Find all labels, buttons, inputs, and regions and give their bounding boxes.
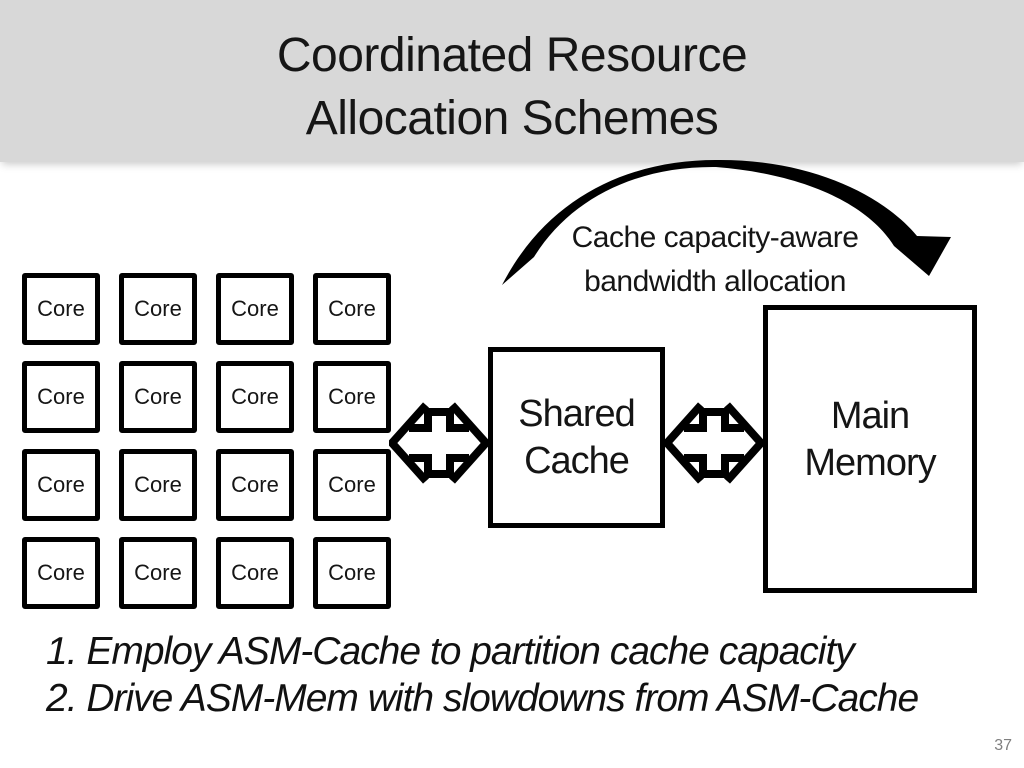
- title-line-1: Coordinated Resource: [276, 29, 748, 82]
- annotation-line-2: bandwidth allocation: [584, 265, 846, 298]
- shared-cache-label-line-1: Shared: [518, 392, 636, 435]
- core-label: Core: [328, 384, 376, 409]
- notes-list: 1. Employ ASM-Cache to partition cache c…: [46, 628, 919, 722]
- double-arrow-icon: [389, 402, 489, 484]
- note-line: 1. Employ ASM-Cache to partition cache c…: [46, 630, 855, 673]
- core-box: Core: [216, 273, 294, 345]
- curved-arrow-icon: [502, 159, 951, 285]
- core-box: Core: [119, 449, 197, 521]
- annotation-label: Cache capacity-aware bandwidth allocatio…: [480, 216, 950, 304]
- core-box: Core: [313, 449, 391, 521]
- core-box: Core: [22, 537, 100, 609]
- core-label: Core: [231, 472, 279, 497]
- core-label: Core: [328, 472, 376, 497]
- core-box: Core: [313, 361, 391, 433]
- core-box: Core: [216, 537, 294, 609]
- core-box: Core: [119, 273, 197, 345]
- double-arrow-icon: [664, 402, 764, 484]
- core-box: Core: [216, 449, 294, 521]
- main-memory-box: Main Memory: [763, 305, 977, 593]
- shared-cache-box: Shared Cache: [488, 347, 665, 528]
- page-number: 37: [994, 737, 1012, 754]
- core-label: Core: [231, 384, 279, 409]
- title-band: Coordinated Resource Allocation Schemes: [0, 0, 1024, 162]
- core-label: Core: [37, 384, 85, 409]
- core-box: Core: [313, 537, 391, 609]
- slide-title: Coordinated Resource Allocation Schemes: [0, 0, 1024, 150]
- core-label: Core: [134, 296, 182, 321]
- core-box: Core: [22, 273, 100, 345]
- core-label: Core: [231, 560, 279, 585]
- core-box: Core: [216, 361, 294, 433]
- core-label: Core: [328, 560, 376, 585]
- note-line: 2. Drive ASM-Mem with slowdowns from ASM…: [46, 677, 919, 720]
- core-box: Core: [119, 361, 197, 433]
- annotation-line-1: Cache capacity-aware: [571, 221, 859, 254]
- core-label: Core: [328, 296, 376, 321]
- core-label: Core: [134, 384, 182, 409]
- main-memory-label-line-2: Memory: [804, 442, 936, 484]
- core-box: Core: [313, 273, 391, 345]
- core-box: Core: [22, 449, 100, 521]
- core-box: Core: [119, 537, 197, 609]
- title-line-2: Allocation Schemes: [305, 92, 719, 145]
- core-label: Core: [37, 560, 85, 585]
- core-label: Core: [37, 472, 85, 497]
- main-memory-label-line-1: Main: [830, 395, 910, 437]
- core-label: Core: [231, 296, 279, 321]
- core-box: Core: [22, 361, 100, 433]
- core-label: Core: [134, 560, 182, 585]
- shared-cache-label-line-2: Cache: [524, 439, 630, 482]
- core-label: Core: [37, 296, 85, 321]
- core-label: Core: [134, 472, 182, 497]
